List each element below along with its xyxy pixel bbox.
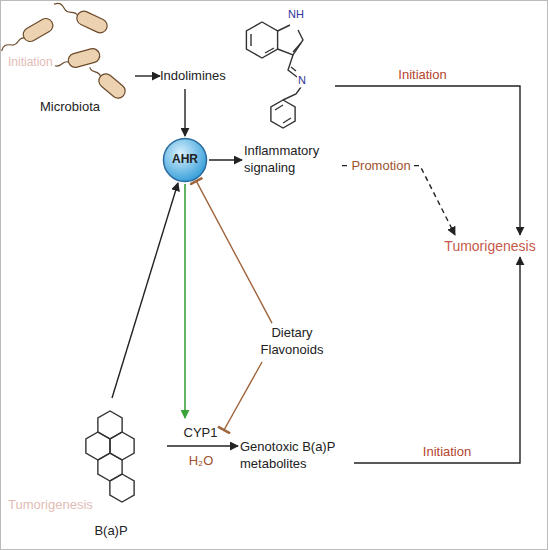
bacteria <box>0 0 128 101</box>
node-text: Inflammatory signaling <box>244 143 340 177</box>
diet-node: Dietary Flavonoids <box>250 323 334 361</box>
connector <box>335 86 520 235</box>
connector <box>354 257 520 463</box>
reagent-label: H₂O <box>189 453 214 469</box>
pathway-node: Inflammatory signaling <box>242 141 342 179</box>
connector <box>167 445 238 446</box>
induction-arrow <box>184 184 186 418</box>
node-text: Indolimines <box>160 68 226 85</box>
node-text: Microbiota <box>40 99 100 116</box>
watermark-text: Tumorigenesis <box>8 497 93 513</box>
benzopyrene-structure <box>86 411 134 502</box>
node-text: Genotoxic B(a)P metabolites <box>240 439 352 473</box>
outcome-node: Tumorigenesis <box>442 235 537 257</box>
node-text: AHR <box>172 152 198 168</box>
indolimine-structure <box>246 22 303 128</box>
node-text: Tumorigenesis <box>444 237 535 255</box>
connector <box>135 75 160 76</box>
edge-label: Initiation <box>423 444 471 460</box>
connector <box>196 181 272 323</box>
metabolite-node: Indolimines <box>160 63 335 89</box>
node-text: Dietary Flavonoids <box>252 325 332 359</box>
carcinogen-group: B(a)P <box>55 398 167 542</box>
metabolite-node: Genotoxic B(a)P metabolites <box>238 437 354 475</box>
connector <box>184 89 185 136</box>
inhibition-line <box>224 362 262 430</box>
atom-label: NH <box>287 8 305 21</box>
connector <box>342 166 455 235</box>
node-text: B(a)P <box>94 523 127 540</box>
edge-label: Promotion <box>348 158 413 174</box>
watermark-text: Initiation <box>8 55 53 69</box>
connector <box>112 183 178 398</box>
edge-label: Initiation <box>398 67 446 83</box>
edge-label: CYP1 <box>184 425 218 441</box>
connector <box>209 159 242 160</box>
atom-label: N <box>297 74 307 87</box>
receptor-circle: AHR <box>162 137 208 183</box>
